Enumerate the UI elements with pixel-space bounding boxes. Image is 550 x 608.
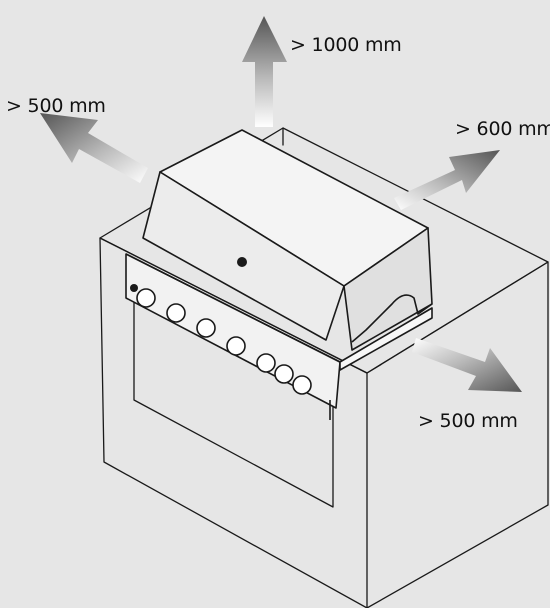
control-knob <box>226 336 246 356</box>
arrow-back-left <box>40 113 148 183</box>
clearance-back-right-label: > 600 mm <box>455 118 550 140</box>
grill-side-vent <box>351 294 433 343</box>
cabinet-right-face <box>366 261 549 608</box>
control-knob <box>292 375 312 395</box>
grill-rim <box>125 253 341 363</box>
arrow-top <box>242 16 287 127</box>
clearance-front-right-label: > 500 mm <box>418 410 518 432</box>
clearance-back-left-label: > 500 mm <box>6 95 106 117</box>
control-knob <box>136 288 156 308</box>
grill-side-rail <box>339 307 433 371</box>
control-knob <box>274 364 294 384</box>
clearance-top-label: > 1000 mm <box>290 34 402 56</box>
cabinet-front-face <box>99 237 368 608</box>
arrow-back-right <box>394 150 500 210</box>
built-in-grill <box>125 129 433 420</box>
control-knob <box>166 303 186 323</box>
control-knob <box>196 318 216 338</box>
control-knob <box>256 353 276 373</box>
arrow-front-right <box>412 338 522 392</box>
hood-thermometer <box>237 257 247 267</box>
ignition-button <box>130 284 138 292</box>
